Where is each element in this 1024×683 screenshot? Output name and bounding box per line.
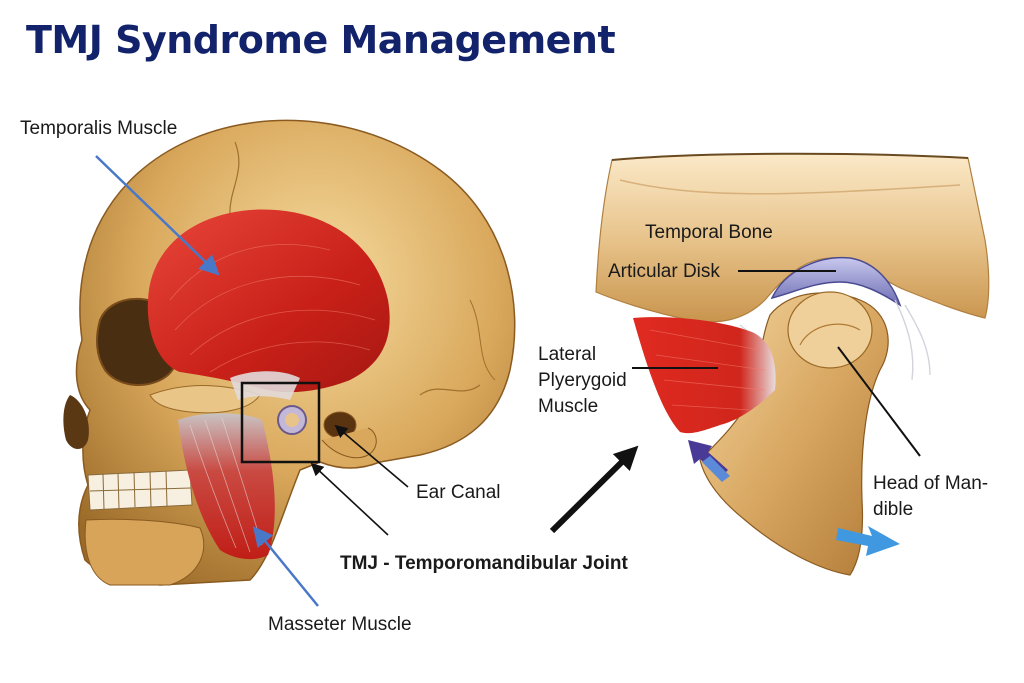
masseter-pointer [252, 526, 319, 607]
label-lateral-pterygoid-line3: Muscle [538, 396, 599, 417]
label-masseter: Masseter Muscle [268, 614, 412, 635]
ear-canal-pointer [334, 424, 409, 488]
label-ear-canal: Ear Canal [416, 482, 501, 503]
label-lateral-pterygoid-line1: Lateral [538, 344, 597, 365]
label-tmj: TMJ - Temporomandibular Joint [340, 553, 628, 574]
articular-disk [770, 256, 902, 307]
page-title: TMJ Syndrome Management [26, 18, 616, 62]
movement-arrow-blue [836, 526, 900, 556]
joint-cross-section [595, 152, 990, 576]
mandible-pointer [837, 346, 921, 457]
skull [63, 119, 516, 586]
masseter-muscle [178, 413, 275, 560]
label-head-of-mandible-line2: dible [873, 499, 914, 520]
label-temporalis: Temporalis Muscle [20, 118, 178, 139]
zoom-arrow [549, 445, 639, 534]
nasal-cavity [63, 395, 89, 449]
head-of-mandible [787, 291, 873, 369]
temporalis-pointer [95, 155, 220, 276]
teeth [87, 469, 193, 511]
label-articular-disk: Articular Disk [608, 261, 720, 282]
tmj-pointer [310, 462, 389, 536]
label-head-of-mandible-line1: Head of Man- [873, 473, 989, 494]
label-temporal-bone: Temporal Bone [645, 222, 773, 243]
tmj-highlight-box [240, 381, 321, 464]
label-lateral-pterygoid-line2: Plyerygoid [538, 370, 627, 391]
